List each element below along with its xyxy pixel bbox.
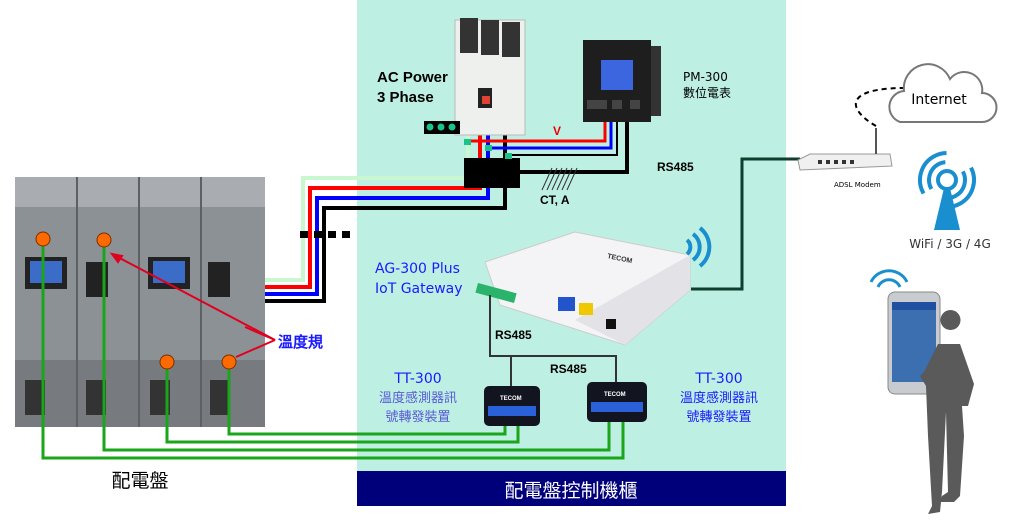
- thermometer-arrows: [109, 252, 276, 358]
- ag-300-gateway: [475, 231, 691, 346]
- tt-left-desc-2: 號轉發裝置: [385, 410, 450, 425]
- tt-300-right-device: [587, 382, 647, 422]
- phone-wifi-icon: [869, 269, 909, 288]
- tt-right-desc-1: 溫度感測器訊: [680, 390, 758, 406]
- rs485-bus-label: RS485: [550, 362, 587, 376]
- gateway-label-2: IoT Gateway: [375, 281, 463, 297]
- cabinet-banner: [357, 471, 786, 506]
- ct-hatch: [541, 167, 578, 191]
- tt-right-model: TT-300: [694, 371, 742, 387]
- ac-power-label-2: 3 Phase: [377, 89, 434, 106]
- temperature-sensor-dots: [35, 231, 237, 370]
- gateway-label-1: AG-300 Plus: [375, 261, 460, 277]
- internet-link-dashed: [854, 87, 906, 127]
- ethernet-cable: [691, 157, 800, 291]
- ct-label: CT, A: [540, 193, 570, 207]
- rs485-gateway-label: RS485: [495, 328, 532, 342]
- tt-right-brand: TECOM: [604, 392, 626, 398]
- thermometer-label: 溫度規: [278, 333, 323, 351]
- pm-desc-label: 數位電表: [683, 85, 731, 100]
- switchgear-label: 配電盤: [111, 470, 168, 492]
- rs485-bus: [489, 295, 617, 387]
- tt-right-desc-2: 號轉發裝置: [686, 410, 751, 425]
- connector-dots: [464, 139, 512, 159]
- internet-label: Internet: [911, 92, 967, 108]
- pm-300-meter: [583, 40, 661, 122]
- pm-model-label: PM-300: [683, 70, 728, 84]
- tt-left-desc-1: 溫度感測器訊: [379, 390, 457, 406]
- modem-label: ADSL Modem: [834, 181, 881, 189]
- tt-left-model: TT-300: [393, 371, 441, 387]
- voltage-label: V: [553, 124, 561, 138]
- adsl-modem: [797, 128, 893, 171]
- wireless-tower-icon: [918, 151, 977, 230]
- internet-cloud-icon: [888, 63, 998, 123]
- circuit-breaker: [454, 18, 526, 136]
- current-transformer-box: [464, 158, 520, 188]
- cable-clamp: [300, 231, 350, 238]
- sensor-wires: [41, 240, 625, 460]
- terminal-block-dots: [426, 123, 456, 131]
- ac-power-label-1: AC Power: [377, 69, 448, 86]
- switchgear: [15, 177, 265, 427]
- cabinet-banner-label: 配電盤控制機櫃: [504, 480, 637, 502]
- tt-300-left-device: [484, 386, 540, 426]
- person-silhouette: [920, 310, 974, 514]
- tt-left-brand: TECOM: [500, 396, 522, 402]
- gateway-wifi-icon: [685, 226, 712, 268]
- wireless-label: WiFi / 3G / 4G: [909, 237, 991, 251]
- rs485-meter-label: RS485: [657, 160, 694, 174]
